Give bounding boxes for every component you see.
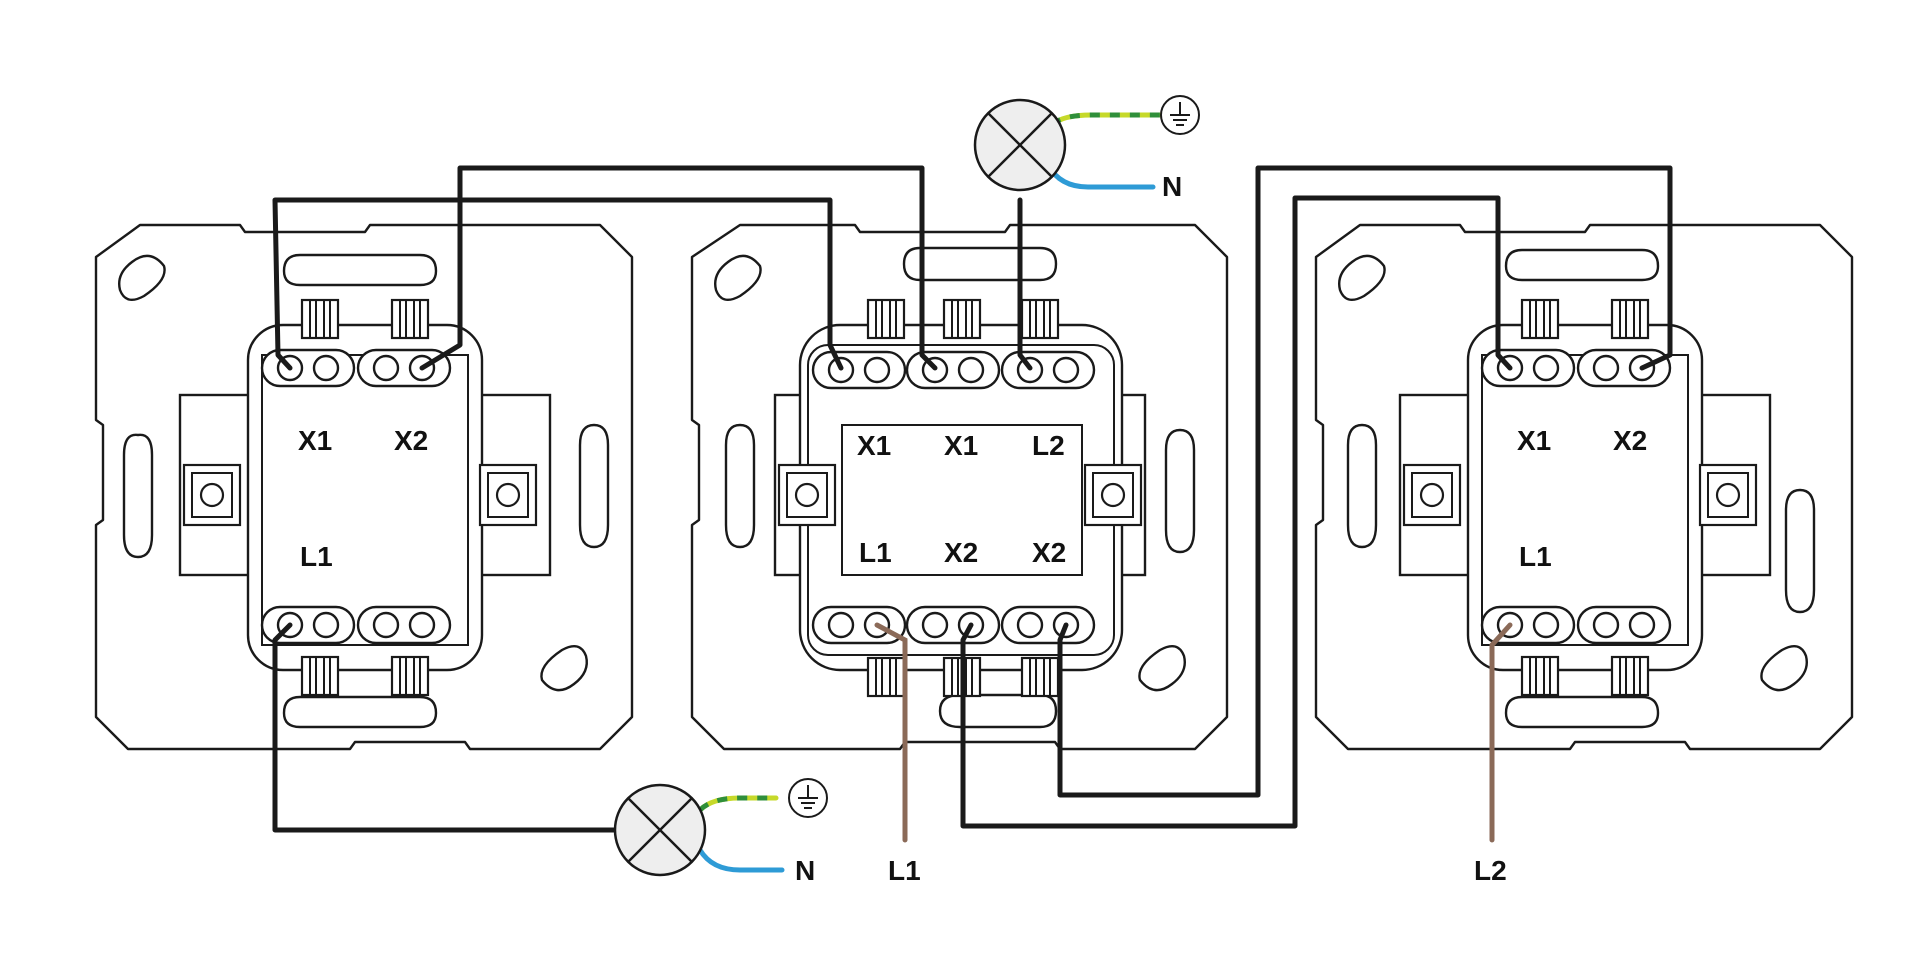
switch-right: X1 X2 L1 xyxy=(1314,223,1854,751)
switch-middle-label-bottom-1: L1 xyxy=(859,537,892,568)
switch-middle-label-panel xyxy=(841,424,1083,576)
supply-l1-label: L1 xyxy=(888,855,921,886)
wire-supply-l1 xyxy=(874,622,908,843)
switch-right-inner xyxy=(1481,354,1689,646)
switch-left-terminal-bottom-b xyxy=(356,605,452,645)
switch-right-slot-b xyxy=(1504,695,1660,729)
switch-middle-terminal-top-b xyxy=(905,350,1001,390)
switch-left-label-x2: X2 xyxy=(394,425,428,456)
switch-middle-label-top-2: X1 xyxy=(944,430,978,461)
switch-left-terminal-top-b xyxy=(356,348,452,388)
wire-middle-x2c-to-right-x2 xyxy=(1057,165,1673,798)
switch-left-slot-b xyxy=(282,695,438,729)
switch-left-label-x1: X1 xyxy=(298,425,332,456)
wire-left-l1-to-lamp-bottom xyxy=(272,622,625,833)
switch-left-slot-br xyxy=(540,644,588,692)
switch-right-label-l1: L1 xyxy=(1519,541,1552,572)
wire-middle-x2-to-right-x1 xyxy=(960,195,1513,829)
wire-left-x1-to-middle-x1 xyxy=(272,197,844,371)
switch-right-label-x2: X2 xyxy=(1613,425,1647,456)
switch-left-label-l1: L1 xyxy=(300,541,333,572)
switch-middle-terminal-top-c xyxy=(1000,350,1096,390)
switch-middle-terminal-bottom-b xyxy=(905,605,1001,645)
wire-left-x2-to-middle-x1b xyxy=(419,165,938,371)
switch-right-terminal-top-b xyxy=(1576,348,1672,388)
switch-left-slot-l xyxy=(122,433,154,559)
switch-right-slot-tl xyxy=(1338,254,1386,302)
earth-icon xyxy=(1160,95,1200,135)
switch-left-slot-r xyxy=(578,423,610,549)
switch-middle-label-top-1: X1 xyxy=(857,430,891,461)
switch-left-slot-t xyxy=(282,253,438,287)
switch-left-slot-tl xyxy=(118,254,166,302)
switch-middle-label-bottom-3: X2 xyxy=(1032,537,1066,568)
lamp-bottom: N xyxy=(613,778,828,886)
switch-middle-slot-l xyxy=(724,423,756,549)
switch-middle-terminal-top-a xyxy=(811,350,907,390)
lamp-top: N xyxy=(973,95,1200,202)
supply-l2-label: L2 xyxy=(1474,855,1507,886)
wiring xyxy=(272,165,1673,843)
switch-middle-slot-tl xyxy=(714,254,762,302)
earth-icon xyxy=(788,778,828,818)
lamp-bottom-earth-wire xyxy=(698,795,776,812)
switch-left: X1 X2 L1 xyxy=(94,223,634,751)
switch-middle-terminal-bottom-a xyxy=(811,605,907,645)
wire-supply-l2 xyxy=(1489,622,1513,843)
switch-middle-slot-t xyxy=(902,246,1058,282)
switch-middle-terminal-bottom-c xyxy=(1000,605,1096,645)
lamp-bottom-neutral-wire xyxy=(697,847,785,873)
lamp-top-neutral-wire xyxy=(1045,162,1156,190)
switch-right-slot-l xyxy=(1346,423,1378,549)
switch-middle: X1 X1 L2 L1 X2 X2 xyxy=(690,223,1229,751)
switch-right-label-x1: X1 xyxy=(1517,425,1551,456)
wire-middle-l2-to-lamp-top xyxy=(1017,197,1033,371)
switch-right-slot-br xyxy=(1760,644,1808,692)
switch-right-terminal-bottom-b xyxy=(1576,605,1672,645)
switch-middle-label-bottom-2: X2 xyxy=(944,537,978,568)
switch-middle-label-top-3: L2 xyxy=(1032,430,1065,461)
switch-middle-slot-b xyxy=(938,693,1058,729)
switch-middle-slot-r xyxy=(1164,428,1196,554)
switch-right-slot-t xyxy=(1504,248,1660,282)
switch-right-slot-r xyxy=(1784,488,1816,614)
switch-middle-slot-br xyxy=(1138,644,1186,692)
lamp-bottom-neutral-label: N xyxy=(795,855,815,886)
lamp-top-neutral-label: N xyxy=(1162,171,1182,202)
switch-left-inner xyxy=(261,354,469,646)
